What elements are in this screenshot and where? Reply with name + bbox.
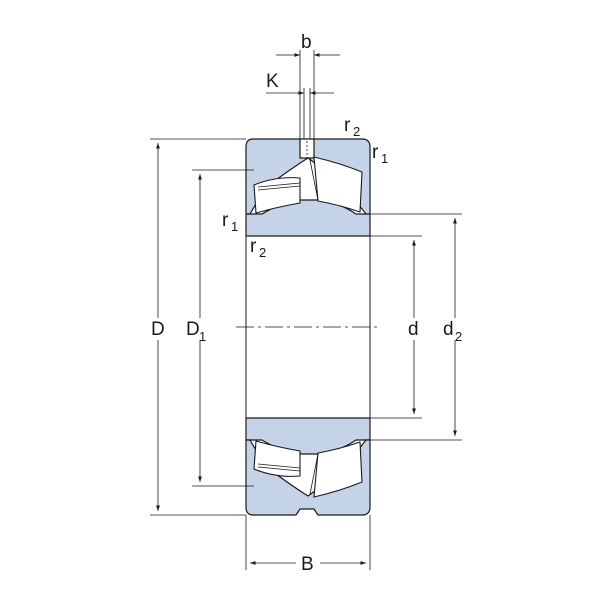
label-D1-sub: 1 [199, 329, 206, 344]
label-D: D [151, 319, 165, 340]
label-r1-top: r [372, 142, 379, 163]
dim-K: K [266, 71, 334, 139]
dim-d2: d 2 [370, 213, 462, 441]
cage-bottom [257, 453, 319, 495]
label-d2-sub: 2 [455, 329, 462, 344]
cage-top [257, 159, 319, 201]
label-D1: D [186, 319, 200, 340]
label-r2-top-sub: 2 [353, 124, 360, 139]
dim-b: b [276, 32, 340, 139]
label-B: B [301, 554, 314, 575]
bottom-section [245, 417, 371, 516]
dim-B: B [245, 515, 371, 575]
label-r2-left-sub: 2 [259, 245, 266, 260]
label-r2-left: r [250, 236, 257, 257]
label-r2-top: r [344, 115, 351, 136]
dim-D: D [150, 138, 246, 516]
label-r1-left: r [222, 210, 229, 231]
top-section [245, 138, 371, 237]
label-d: d [408, 319, 419, 340]
label-K: K [266, 71, 279, 92]
label-r1-top-sub: 1 [381, 151, 388, 166]
label-b: b [301, 32, 312, 53]
dim-d: d [370, 235, 422, 419]
dim-D1: D 1 [186, 169, 254, 487]
roller-top-right [313, 156, 363, 213]
label-r1-left-sub: 1 [231, 219, 238, 234]
label-d2: d [443, 319, 454, 340]
roller-bottom-right [313, 441, 363, 498]
